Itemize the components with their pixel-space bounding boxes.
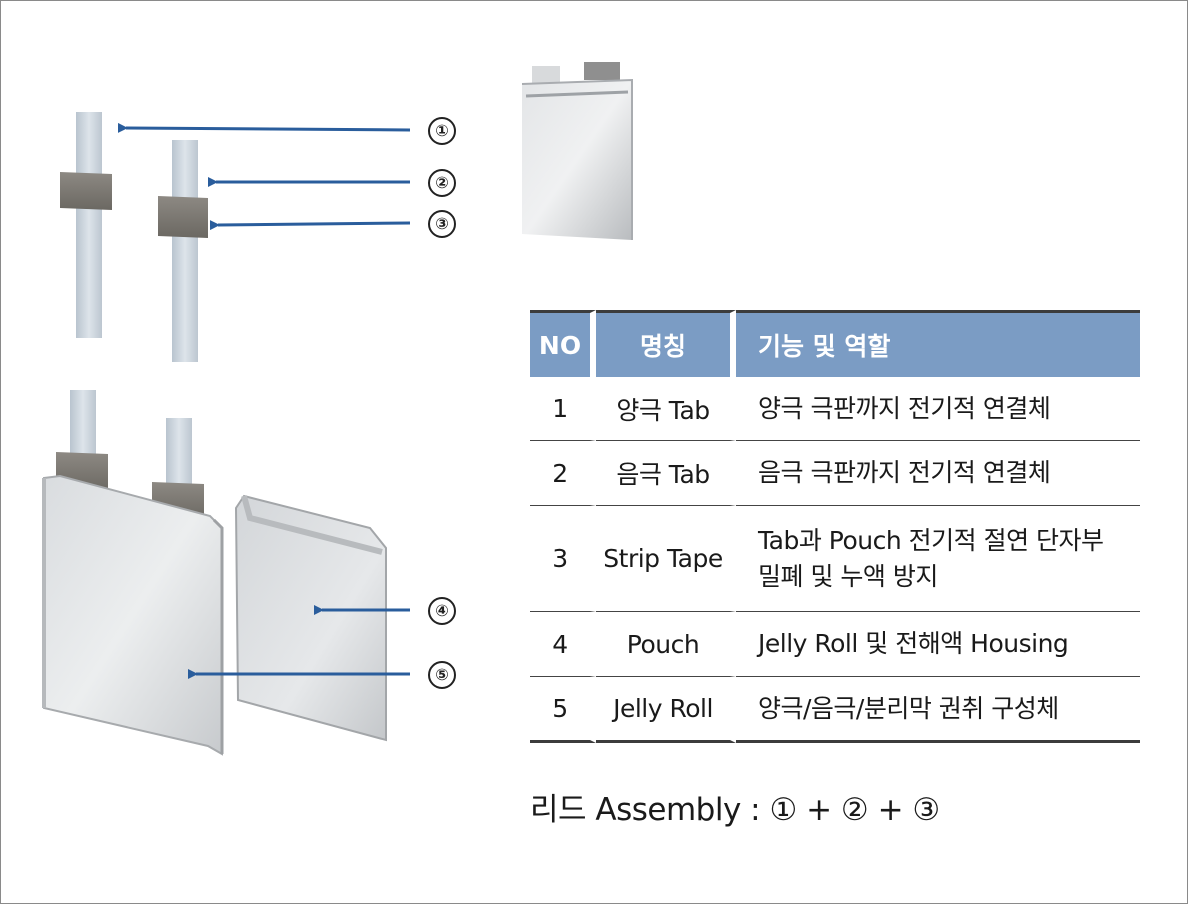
- row-no: 4: [530, 612, 596, 677]
- row-desc-line: 밀폐 및 누액 방지: [758, 561, 938, 591]
- row-name: Strip Tape: [596, 506, 736, 612]
- table-row: 5 Jelly Roll 양극/음극/분리막 권취 구성체: [530, 677, 1140, 743]
- row-desc: Jelly Roll 및 전해액 Housing: [736, 612, 1140, 677]
- row-desc-line: Jelly Roll 및 전해액 Housing: [758, 629, 1069, 658]
- row-desc-line: 양극/음극/분리막 권취 구성체: [758, 693, 1059, 723]
- row-desc-line: Tab과 Pouch 전기적 절연 단자부: [758, 525, 1104, 555]
- marker-1: ①: [428, 117, 456, 145]
- table-row: 2 음극 Tab 음극 극판까지 전기적 연결체: [530, 441, 1140, 506]
- table-header-row: NO 명칭 기능 및 역할: [530, 310, 1140, 377]
- negative-tab: [172, 140, 198, 362]
- positive-tab: [76, 112, 102, 338]
- strip-tape-left: [60, 172, 112, 210]
- row-no: 2: [530, 441, 596, 506]
- marker-5: ⑤: [428, 661, 456, 689]
- pouch: [234, 494, 387, 742]
- row-desc: 양극 극판까지 전기적 연결체: [736, 377, 1140, 441]
- row-name: Pouch: [596, 612, 736, 677]
- component-table: NO 명칭 기능 및 역할 1 양극 Tab 양극 극판까지 전기적 연결체 2…: [530, 310, 1140, 743]
- cell-photo: [521, 62, 633, 240]
- table-row: 1 양극 Tab 양극 극판까지 전기적 연결체: [530, 377, 1140, 441]
- arrow-1: [117, 122, 411, 133]
- strip-tape-right: [158, 196, 208, 238]
- header-function: 기능 및 역할: [736, 310, 1140, 377]
- row-desc: 음극 극판까지 전기적 연결체: [736, 441, 1140, 506]
- marker-2: ②: [428, 169, 456, 197]
- table-row: 4 Pouch Jelly Roll 및 전해액 Housing: [530, 612, 1140, 677]
- row-no: 3: [530, 506, 596, 612]
- assembled-cell: [42, 390, 224, 756]
- row-desc-line: 음극 극판까지 전기적 연결체: [758, 458, 1051, 487]
- header-no: NO: [530, 310, 596, 377]
- row-name: Jelly Roll: [596, 677, 736, 743]
- row-no: 5: [530, 677, 596, 743]
- row-name: 양극 Tab: [596, 377, 736, 441]
- row-name: 음극 Tab: [596, 441, 736, 506]
- arrow-3: [209, 220, 411, 231]
- lead-assembly-caption: 리드 Assembly : ① + ② + ③: [530, 792, 940, 828]
- header-name: 명칭: [596, 310, 736, 377]
- row-no: 1: [530, 377, 596, 441]
- row-desc: 양극/음극/분리막 권취 구성체: [736, 677, 1140, 743]
- marker-4: ④: [428, 597, 456, 625]
- marker-3: ③: [428, 210, 456, 238]
- row-desc-line: 양극 극판까지 전기적 연결체: [758, 393, 1051, 423]
